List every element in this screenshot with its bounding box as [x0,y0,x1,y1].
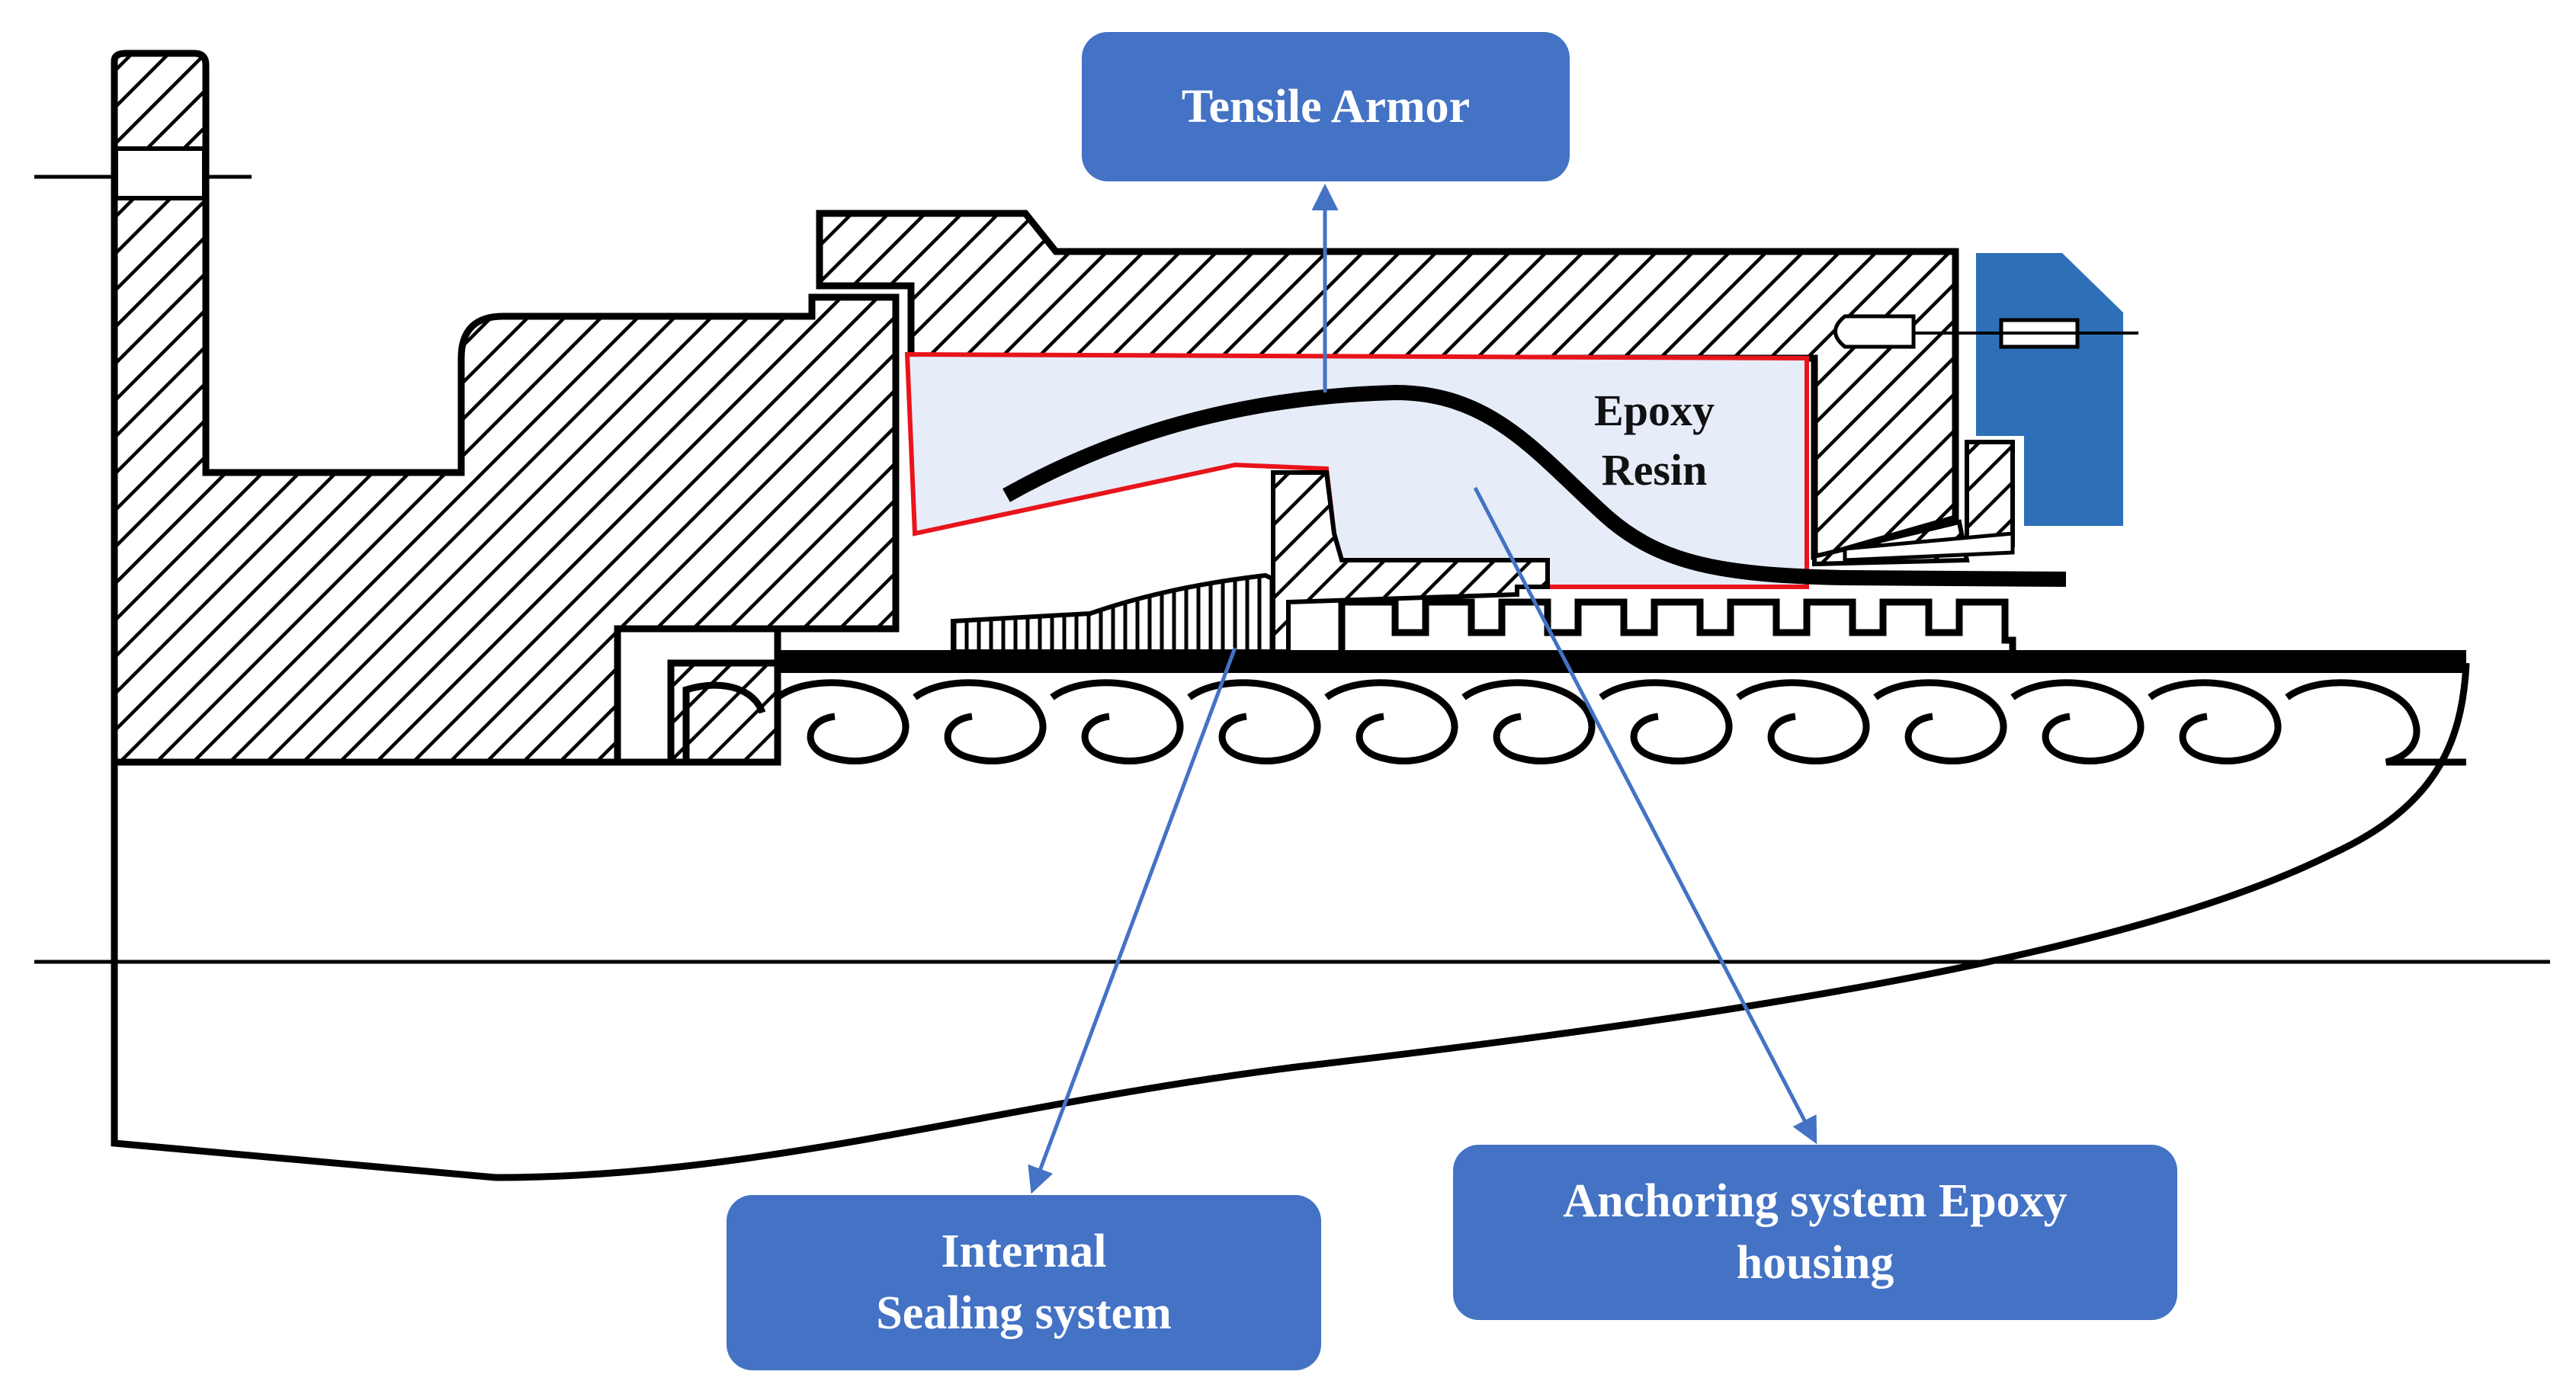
internal-sealing-callout: Internal Sealing system [727,1195,1321,1370]
leader-internal-sealing [1028,647,1237,1194]
anchoring-line-1: Anchoring system Epoxy [1563,1175,2068,1228]
carcass-spirals [682,679,2466,766]
end-ring-lip [1843,531,2015,562]
tensile-armor-label: Tensile Armor [1181,80,1471,133]
interlocked-layer [1338,598,2016,652]
internal-sealing-line-1: Internal [941,1226,1107,1278]
tensile-armor-wire [1002,384,2067,587]
flange-step [614,625,781,766]
end-ring [1965,440,2015,547]
anchoring-callout: Anchoring system Epoxy housing [1453,1145,2177,1320]
epoxy-resin-line-2: Resin [1601,445,1708,495]
epoxy-resin-label: Epoxy Resin [1525,381,1784,501]
right-bolt [1833,314,1916,349]
leader-anchoring [1473,486,1817,1145]
tensile-armor-callout: Tensile Armor [1082,32,1570,181]
internal-sealing-ring [951,572,1275,654]
pipe-body-outline [111,662,2470,1181]
anchoring-line-2: housing [1736,1237,1894,1289]
epoxy-resin-line-1: Epoxy [1594,386,1715,435]
internal-sealing-line-2: Sealing system [876,1287,1172,1339]
flange-body [111,50,900,766]
bolt-hole [114,146,207,200]
pressure-sheath [778,650,2466,673]
